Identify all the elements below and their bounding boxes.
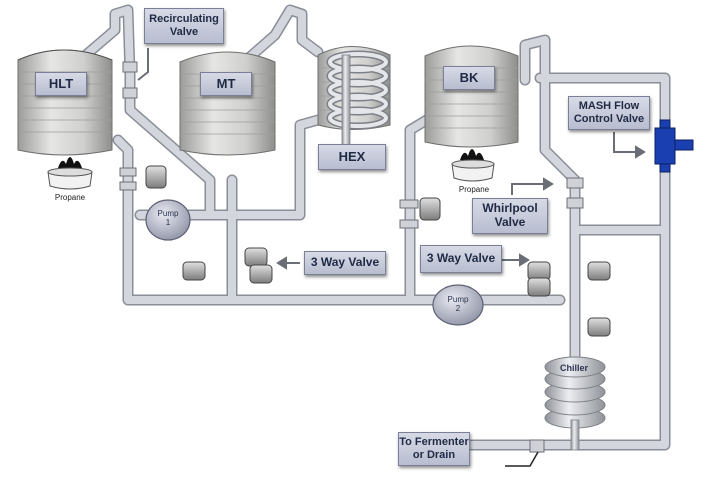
mt-label: MT	[200, 72, 252, 96]
leader-arrows	[137, 48, 646, 270]
pump-1-label: Pump 1	[157, 209, 179, 227]
mash-flow-control-valve-label: MASH Flow Control Valve	[568, 96, 650, 130]
to-fermenter-label: To Fermenter or Drain	[398, 432, 470, 466]
hlt-label: HLT	[35, 72, 87, 96]
pump-1	[145, 199, 191, 241]
mash-flow-control-valve-symbol	[654, 119, 694, 173]
three-way-valve-left-label: 3 Way Valve	[304, 251, 386, 275]
bk-burner	[451, 149, 495, 182]
chiller	[544, 356, 606, 451]
bk-propane-label: Propane	[458, 185, 490, 194]
pipe-network	[74, 4, 671, 451]
hlt-burner	[47, 157, 93, 190]
pump-2	[432, 284, 484, 326]
chiller-label: Chiller	[560, 363, 589, 373]
bk-tank	[424, 45, 519, 148]
mt-tank	[179, 51, 276, 156]
whirlpool-valve-label: Whirlpool Valve	[472, 198, 548, 234]
pump-2-label: Pump 2	[447, 295, 469, 313]
hlt-tank	[17, 49, 113, 156]
valve-actuators	[119, 61, 611, 467]
hlt-propane-label: Propane	[54, 193, 86, 202]
hex-vessel	[317, 46, 391, 146]
bk-label: BK	[443, 66, 495, 90]
hex-label: HEX	[318, 144, 386, 170]
three-way-valve-right-label: 3 Way Valve	[420, 245, 502, 273]
recirculating-valve-label: Recirculating Valve	[144, 8, 224, 44]
